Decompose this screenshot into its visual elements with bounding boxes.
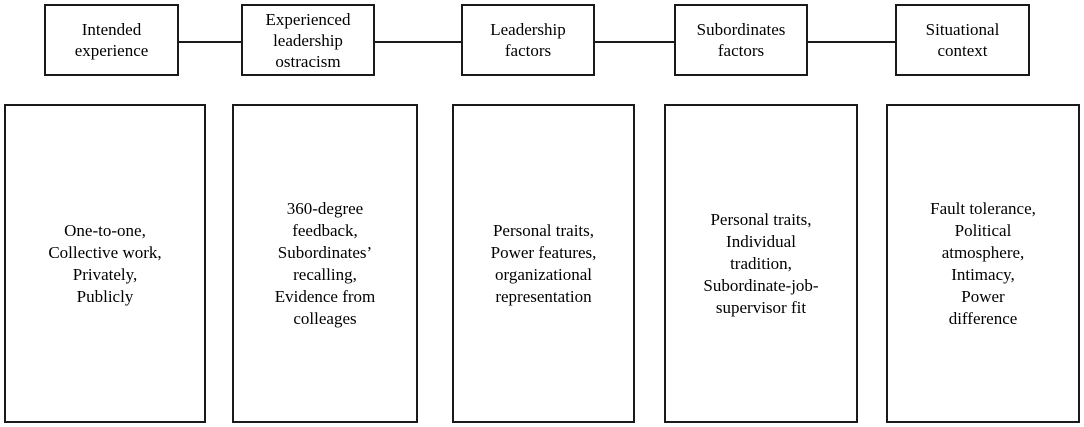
detail-line: Privately, [72, 264, 138, 284]
detail-line: Publicly [76, 286, 134, 306]
detail-line: Evidence from [274, 286, 376, 306]
detail-line: representation [495, 286, 592, 306]
detail-line: Subordinate-job- [703, 275, 819, 295]
detail-line: difference [948, 308, 1018, 328]
header-line: factors [717, 41, 765, 60]
detail-line: supervisor fit [715, 297, 807, 317]
connector-line [373, 41, 461, 43]
detail-line: Power features, [490, 242, 597, 262]
detail-line: Intimacy, [951, 264, 1015, 284]
detail-box-leadership-factors: Personal traits, Power features, organiz… [452, 104, 635, 423]
detail-line: feedback, [292, 220, 358, 240]
header-line: Situational [925, 20, 1000, 39]
header-line: factors [504, 41, 552, 60]
header-box-experienced-leadership-ostracism: Experienced leadership ostracism [241, 4, 375, 76]
detail-line: Power [961, 286, 1005, 306]
detail-line: Fault tolerance, [930, 198, 1036, 218]
detail-box-experienced-leadership-ostracism: 360-degree feedback, Subordinates’ recal… [232, 104, 418, 423]
connector-line [593, 41, 674, 43]
detail-line: 360-degree [286, 198, 364, 218]
detail-line: tradition, [730, 253, 792, 273]
detail-line: Individual [726, 231, 796, 251]
header-box-intended-experience: Intended experience [44, 4, 179, 76]
detail-box-situational-context: Fault tolerance, Political atmosphere, I… [886, 104, 1080, 423]
header-line: Subordinates [696, 20, 786, 39]
header-box-subordinates-factors: Subordinates factors [674, 4, 808, 76]
header-line: experience [74, 41, 149, 60]
header-line: Intended [81, 20, 142, 39]
connector-line [806, 41, 895, 43]
header-box-leadership-factors: Leadership factors [461, 4, 595, 76]
detail-box-intended-experience: One-to-one, Collective work, Privately, … [4, 104, 206, 423]
detail-line: Political [954, 220, 1012, 240]
detail-line: atmosphere, [941, 242, 1025, 262]
detail-line: Personal traits, [710, 209, 812, 229]
header-box-situational-context: Situational context [895, 4, 1030, 76]
connector-line [177, 41, 241, 43]
detail-line: colleages [293, 308, 357, 328]
detail-line: organizational [495, 264, 592, 284]
detail-line: Collective work, [48, 242, 162, 262]
detail-line: Subordinates’ [277, 242, 373, 262]
detail-box-subordinates-factors: Personal traits, Individual tradition, S… [664, 104, 858, 423]
header-line: context [937, 41, 988, 60]
header-line: leadership [273, 30, 343, 50]
detail-line: One-to-one, [64, 220, 146, 240]
detail-line: recalling, [293, 264, 357, 284]
header-line: Leadership [490, 20, 566, 39]
detail-line: Personal traits, [492, 220, 595, 240]
header-line: ostracism [275, 51, 341, 71]
header-line: Experienced [265, 9, 351, 29]
